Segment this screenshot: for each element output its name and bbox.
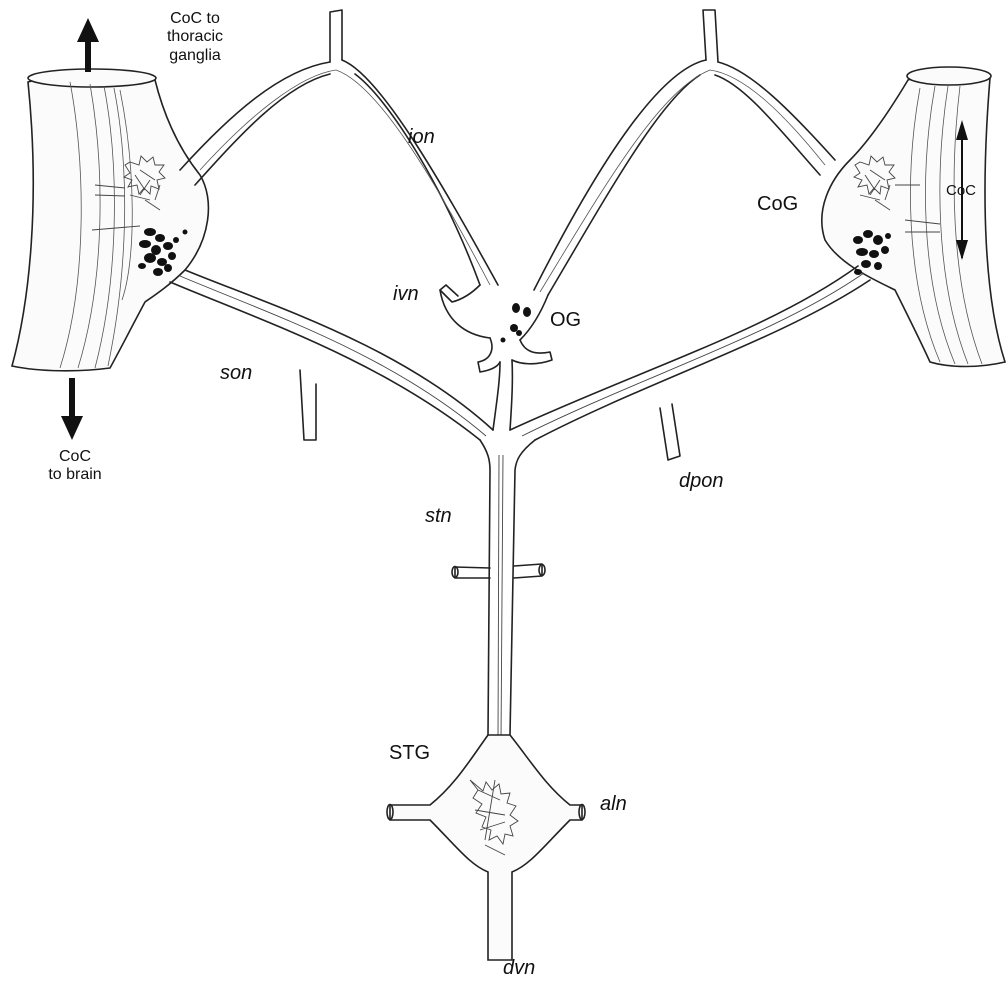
label-aln: aln: [600, 793, 627, 816]
label-coc-brain: CoC to brain: [30, 448, 120, 485]
label-stn: stn: [425, 505, 452, 528]
label-coc-right: CoC: [946, 182, 976, 199]
og-region: [440, 285, 552, 430]
right-connective: [822, 67, 1005, 367]
label-stg: STG: [389, 742, 430, 765]
label-ion: ion: [408, 126, 435, 149]
label-og: OG: [550, 309, 581, 332]
left-connective: [12, 69, 208, 371]
label-dpon: dpon: [679, 470, 724, 493]
label-son: son: [220, 362, 252, 385]
ion-nerves: [180, 10, 835, 295]
label-dvn: dvn: [503, 957, 535, 980]
label-coc-thoracic: CoC to thoracic ganglia: [140, 10, 250, 65]
stn-stg: [387, 440, 585, 960]
label-ivn: ivn: [393, 283, 419, 306]
label-cog: CoG: [757, 193, 798, 216]
